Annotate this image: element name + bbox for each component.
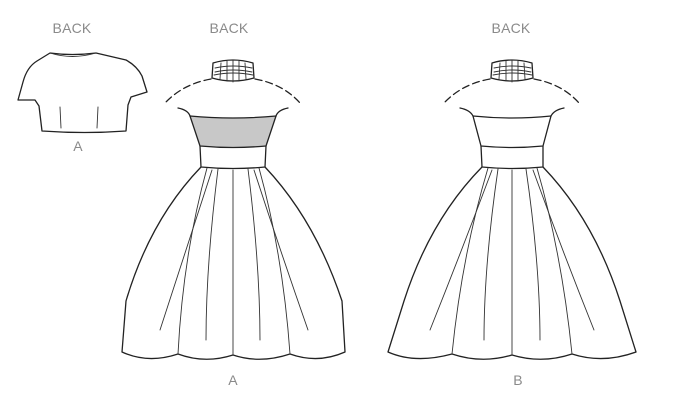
dress-a-back-label: BACK — [209, 20, 249, 36]
bolero-back-label: BACK — [52, 20, 92, 36]
dress-a-back-drawing — [121, 59, 346, 360]
dress-a-view-label: A — [228, 372, 238, 388]
dress-b-back-drawing — [387, 59, 637, 360]
dress-b-view-label: B — [513, 372, 523, 388]
bolero-back-drawing — [17, 52, 148, 134]
bolero-view-label: A — [73, 138, 83, 154]
dress-b-back-label: BACK — [491, 20, 531, 36]
